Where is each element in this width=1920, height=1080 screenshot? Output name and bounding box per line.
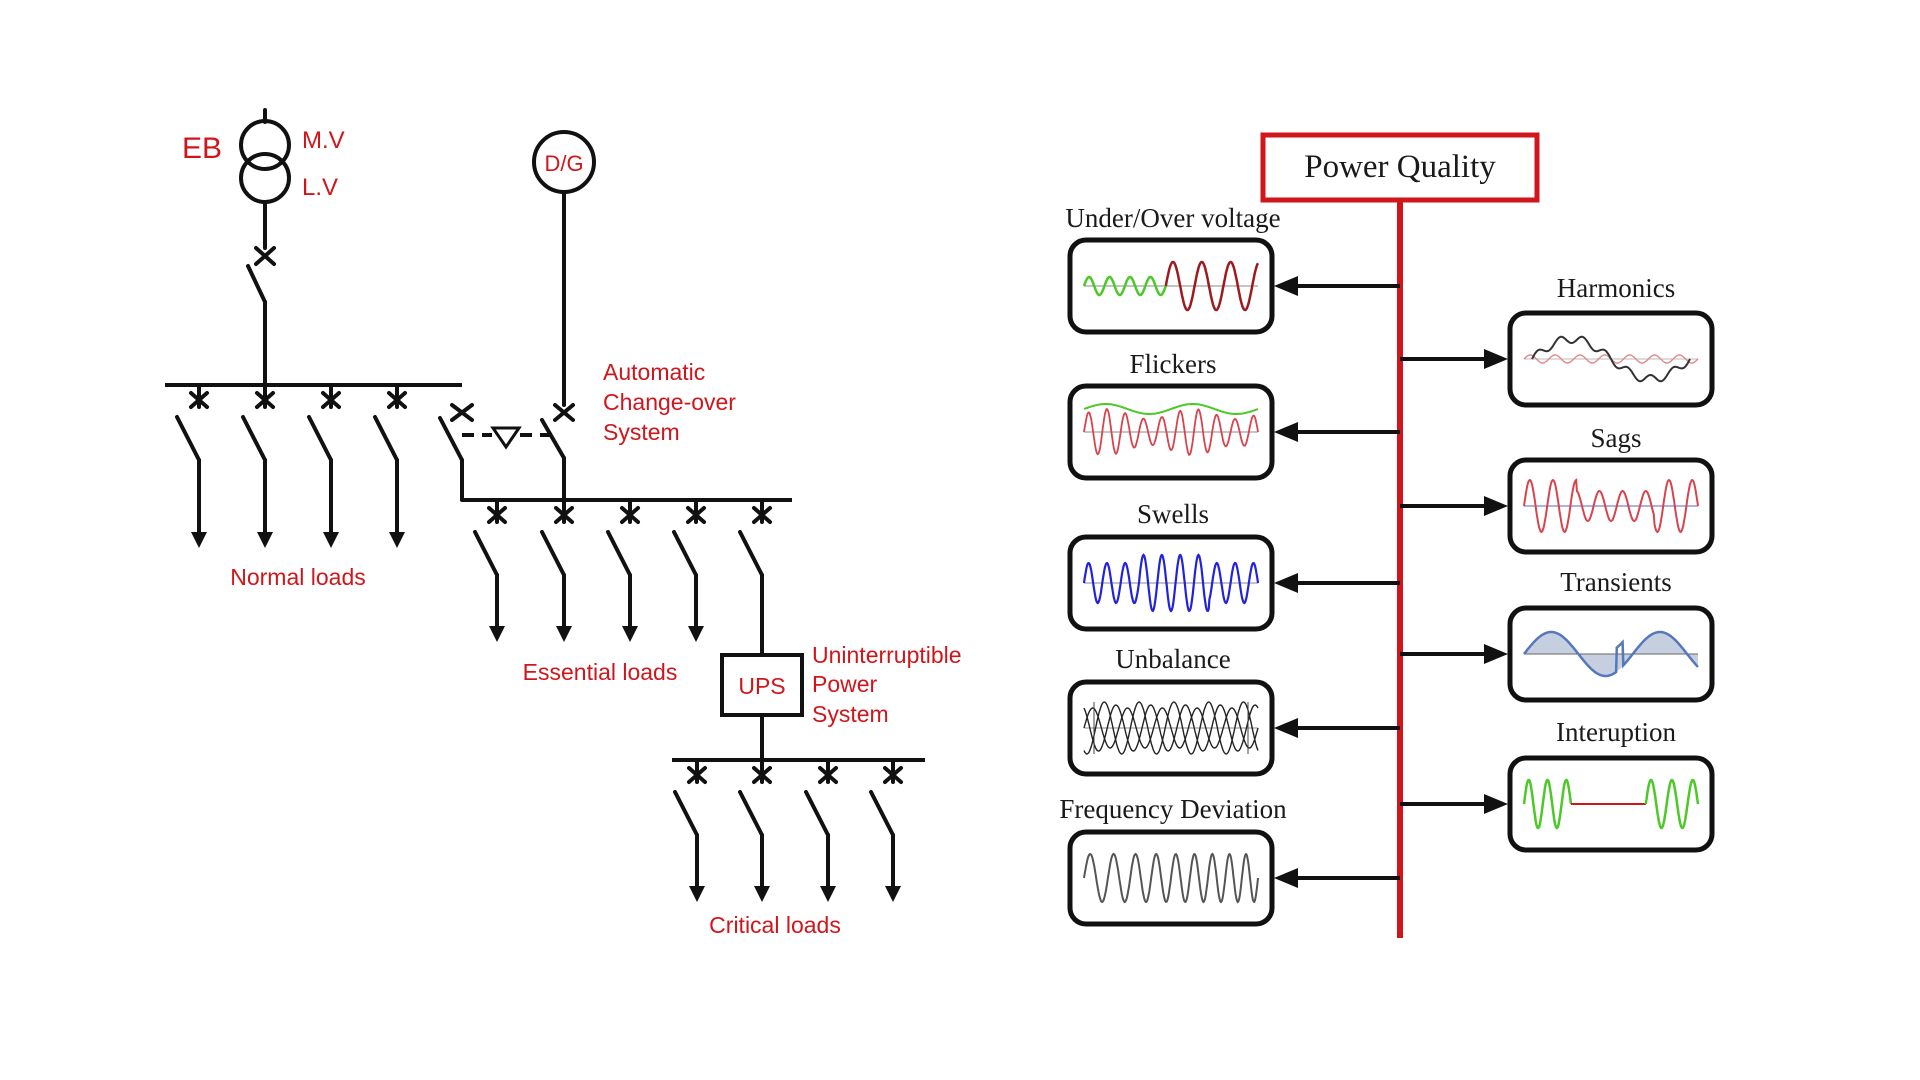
ats-label: Automatic Change-over System [603, 359, 742, 445]
power-quality-title-box [1260, 132, 1540, 203]
swell-waveform-icon [1082, 553, 1260, 613]
left-quality-items: Under/Over voltageFlickersSwellsUnbalanc… [1059, 203, 1400, 927]
single-line-diagram: EB M.V L.V D/G Normal loads [165, 108, 968, 938]
essential-feeder-1 [473, 498, 507, 642]
critical-feeder-2 [738, 758, 772, 902]
essential-feeder-3 [606, 498, 640, 642]
quality-label: Sags [1590, 423, 1641, 453]
right-quality-item: Interuption [1400, 717, 1715, 853]
ups-feeder [738, 498, 772, 602]
left-quality-item: Swells [1067, 499, 1400, 632]
quality-label: Harmonics [1557, 273, 1675, 303]
connector-arrow [1400, 644, 1508, 664]
critical-load-feeders [673, 758, 903, 902]
right-quality-item: Sags [1400, 423, 1715, 555]
essential-loads-label: Essential loads [523, 659, 678, 685]
normal-feeder-1 [175, 383, 209, 548]
ats-switch-icon [438, 403, 575, 502]
right-quality-item: Transients [1400, 567, 1715, 703]
transformer-icon [239, 108, 291, 250]
quality-label: Interuption [1556, 717, 1676, 747]
connector-arrow [1274, 868, 1400, 888]
normal-load-feeders [175, 383, 407, 548]
left-quality-item: Unbalance [1067, 644, 1400, 777]
essential-feeder-4 [672, 498, 706, 642]
essential-load-feeders [473, 498, 772, 642]
quality-label: Frequency Deviation [1059, 794, 1287, 824]
lv-label: L.V [302, 174, 338, 201]
transient-waveform-icon [1523, 630, 1699, 678]
ups-label: UPS [738, 673, 785, 699]
quality-label: Swells [1137, 499, 1209, 529]
interruption-waveform-icon [1522, 778, 1700, 830]
left-quality-item: Frequency Deviation [1059, 794, 1400, 927]
critical-feeder-4 [869, 758, 903, 902]
flicker-waveform-icon [1083, 403, 1259, 456]
connector-arrow [1400, 496, 1508, 516]
normal-feeder-2 [241, 383, 275, 548]
harmonics-waveform-icon [1523, 335, 1699, 383]
quality-label: Unbalance [1115, 644, 1230, 674]
under-over-voltage-waveform-icon [1082, 260, 1260, 312]
essential-feeder-2 [540, 498, 574, 642]
quality-label: Under/Over voltage [1065, 203, 1280, 233]
critical-feeder-3 [804, 758, 838, 902]
critical-loads-label: Critical loads [709, 912, 841, 938]
power-quality-diagram: Power Quality Under/Over voltageFlickers… [1059, 132, 1715, 938]
generator-label: D/G [544, 151, 583, 176]
mv-label: M.V [302, 127, 345, 154]
critical-feeder-1 [673, 758, 707, 902]
frequency-deviation-waveform-icon [1083, 852, 1259, 904]
sag-waveform-icon [1523, 478, 1699, 534]
ups-description: Uninterruptible Power System [812, 642, 968, 727]
connector-arrow [1400, 349, 1508, 369]
normal-loads-label: Normal loads [230, 564, 366, 590]
main-breaker-icon [246, 246, 276, 387]
right-quality-item: Harmonics [1400, 273, 1715, 408]
connector-arrow [1274, 718, 1400, 738]
connector-arrow [1274, 573, 1400, 593]
quality-label: Transients [1560, 567, 1672, 597]
source-label: EB [182, 132, 222, 165]
power-quality-title: Power Quality [1304, 149, 1496, 185]
unbalance-waveform-icon [1083, 701, 1259, 755]
connector-arrow [1274, 276, 1400, 296]
connector-arrow [1274, 422, 1400, 442]
left-quality-item: Under/Over voltage [1065, 203, 1400, 335]
connector-arrow [1400, 794, 1508, 814]
normal-feeder-3 [307, 383, 341, 548]
left-quality-item: Flickers [1067, 349, 1400, 481]
quality-label: Flickers [1130, 349, 1217, 379]
generator-icon [532, 130, 596, 407]
normal-feeder-4 [373, 383, 407, 548]
